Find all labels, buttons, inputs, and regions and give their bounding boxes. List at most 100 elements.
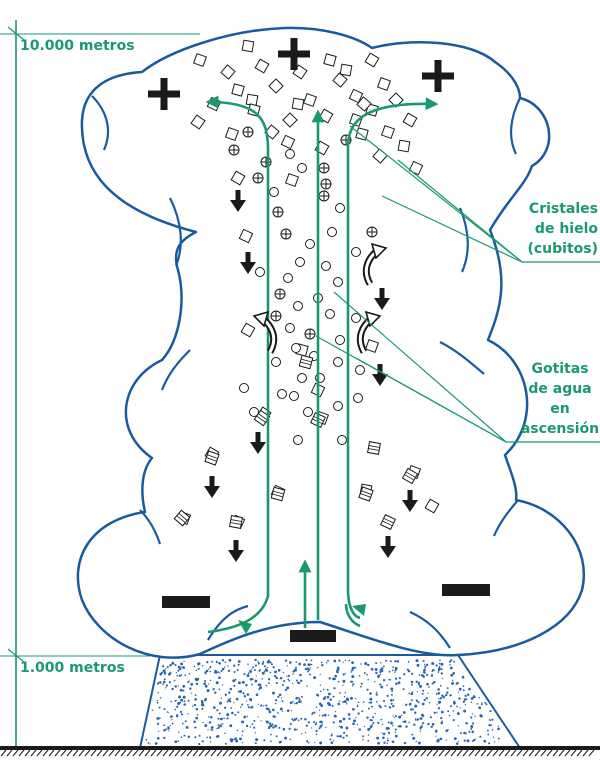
rain-drop	[278, 693, 282, 697]
rain-drop	[284, 736, 288, 740]
rain-drop	[357, 701, 360, 704]
droplet-icon	[321, 261, 331, 271]
rain-drop	[217, 724, 220, 726]
rain-drop	[319, 741, 323, 745]
rain-drop	[177, 740, 180, 743]
rain-drop	[209, 736, 212, 739]
rain-drop	[486, 729, 489, 732]
negative-charges	[162, 584, 490, 642]
rain-drop	[485, 703, 488, 706]
rain-drop	[254, 664, 257, 667]
rain-drop	[252, 666, 255, 669]
rain-drop	[381, 723, 384, 726]
rain-drop	[182, 684, 186, 688]
ground-hatch	[114, 749, 121, 757]
rain-drop	[239, 737, 242, 741]
ground-hatch	[138, 749, 145, 757]
rain-drop	[161, 671, 163, 674]
rain-drop	[297, 719, 300, 722]
rain-drop	[246, 674, 250, 678]
rain-drop	[421, 692, 424, 695]
ground-hatch	[552, 749, 559, 757]
rain-drop	[268, 710, 272, 714]
rain-drop	[303, 663, 306, 666]
rain-drop	[440, 668, 443, 671]
ground-hatch	[294, 749, 301, 757]
rain-drop	[178, 731, 180, 734]
rain-drop	[423, 663, 426, 666]
rain-drop	[277, 669, 281, 672]
rain-drop	[383, 741, 386, 744]
rain-drop	[234, 678, 237, 681]
rain-drop	[299, 673, 302, 677]
ground-hatch	[258, 749, 265, 757]
rain-drop	[184, 720, 187, 723]
ground-hatch	[60, 749, 67, 757]
rain-drop	[216, 709, 219, 712]
rain-drop	[230, 707, 233, 709]
rain-drop	[230, 738, 234, 741]
droplet-icon	[303, 407, 313, 417]
rain-drop	[352, 683, 355, 686]
rain-drop	[304, 731, 307, 734]
droplet-icon	[270, 310, 282, 322]
rain-drop	[375, 671, 378, 675]
rain-drop	[396, 660, 400, 663]
rain-drop	[449, 694, 452, 697]
rain-drop	[241, 703, 244, 706]
rain-drop	[394, 677, 398, 680]
rain-drop	[408, 692, 411, 695]
rain-drop	[472, 722, 475, 725]
rain-drop	[183, 697, 185, 699]
rain-drop	[214, 691, 217, 694]
rain-drop	[437, 739, 440, 742]
rain-drop	[464, 704, 467, 706]
droplet-icon	[366, 226, 378, 238]
rain-drop	[439, 659, 441, 662]
rain-drop	[352, 707, 355, 711]
rain-drop	[339, 734, 342, 738]
rain-drop	[394, 666, 398, 670]
rain-drop	[325, 726, 327, 729]
droplet-icon	[228, 144, 240, 156]
rain-drop	[221, 659, 225, 662]
ground-hatch	[126, 749, 133, 757]
rain-drop	[480, 703, 483, 706]
rain-drop	[296, 728, 298, 731]
rain-drop	[415, 699, 418, 702]
ground-hatch	[504, 749, 511, 757]
rain-drop	[387, 721, 390, 724]
rain-drop	[379, 670, 382, 674]
rain-drop	[363, 725, 366, 728]
rain-drop	[280, 740, 283, 743]
rain-drop	[215, 736, 218, 738]
rain-drop	[241, 721, 243, 723]
rain-drop	[375, 691, 378, 694]
ground-hatch	[558, 749, 565, 757]
rain-drop	[195, 682, 199, 686]
rain-drop	[158, 730, 160, 733]
rain-drop	[483, 739, 487, 743]
rain-drop	[390, 721, 393, 725]
rain-drop	[417, 741, 421, 745]
rain-drop	[382, 665, 385, 668]
rain-drop	[292, 670, 295, 673]
rain-drop	[178, 674, 181, 677]
rain-drop	[369, 701, 373, 704]
rain-drop	[333, 659, 337, 663]
rain-drop	[342, 673, 345, 676]
rain-drop	[375, 662, 378, 665]
rain-drop	[289, 723, 292, 726]
rain-drop	[209, 679, 212, 682]
rain-drop	[253, 726, 256, 729]
ground-hatch	[342, 749, 349, 757]
rain-drop	[402, 711, 406, 714]
rain-drop	[350, 681, 353, 683]
rain-drop	[344, 659, 347, 661]
ground-hatch	[72, 749, 79, 757]
rain-drop	[377, 676, 380, 679]
rain-drop	[343, 731, 346, 735]
rain-drop	[374, 668, 378, 671]
rain-drop	[319, 684, 322, 686]
rain-drop	[176, 705, 179, 708]
